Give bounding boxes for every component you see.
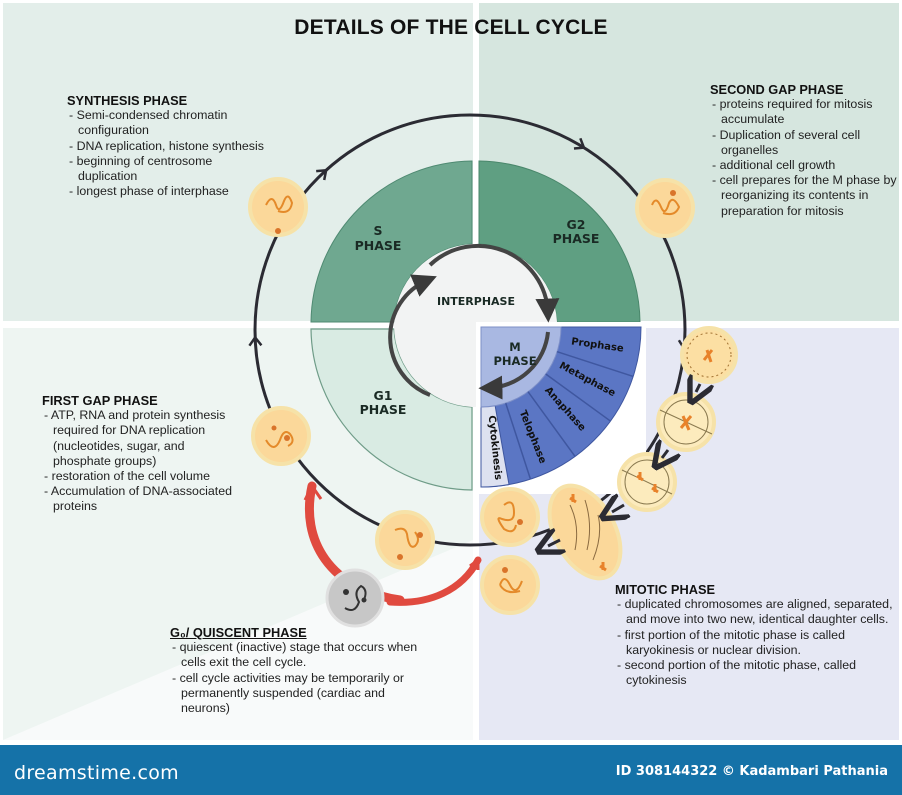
g2-phase-label-line2: PHASE [553,231,600,246]
g0-return-arrowhead [303,485,323,501]
cell-cycle-diagram: S PHASE G2 PHASE G1 PHASE INTERPHASE M P… [248,113,738,628]
s-phase-segment [310,160,473,323]
m-stage-divider [556,351,634,378]
cell-g1-early [375,510,435,570]
m-phase-label-line1: M [509,340,520,354]
mitotic-phase-item: second portion of the mitotic phase, cal… [615,658,902,688]
cycle-direction-chevron [316,168,328,181]
cell-daughter-upper [480,487,540,547]
g1-phase-segment [310,328,473,491]
cycle-direction-chevron [248,335,263,347]
cell-g1-phase [251,406,311,466]
cell-g0-quiescent [325,568,385,628]
synthesis-phase-heading: SYNTHESIS PHASE [67,93,188,108]
first-gap-phase-item: restoration of the cell volume [42,469,242,484]
m-stage-divider [545,373,611,422]
mitotic-phase-item: duplicated chromosomes are aligned, sepa… [615,597,902,627]
synthesis-phase-item: beginning of centrosome duplication [67,154,267,184]
interphase-arrows [388,243,560,400]
cell-daughter-lower [480,555,540,615]
g1-phase-label-line2: PHASE [360,402,407,417]
m-stage-divider [505,402,532,480]
synthesis-phase-item: DNA replication, histone synthesis [67,139,267,154]
second-gap-phase-item: Duplication of several cell organelles [710,128,900,158]
first-gap-phase-item: Accumulation of DNA-associated proteins [42,484,242,514]
second-gap-phase-description: SECOND GAP PHASE proteins required for m… [710,82,900,219]
outer-cycle-path [253,113,687,547]
cell-prophase [680,326,738,384]
mitotic-phase-heading: MITOTIC PHASE [615,582,716,597]
mitotic-step-arrows [548,384,700,546]
g0-entry-arrowhead [469,558,480,570]
interphase-label: INTERPHASE [437,295,515,308]
quiescent-phase-item: cell cycle activities may be temporarily… [170,671,430,717]
second-gap-phase-item: additional cell growth [710,158,900,173]
second-gap-phase-item: cell prepares for the M phase by reorgan… [710,173,900,219]
m-stage-dividers [505,351,634,480]
cell-metaphase [656,392,716,452]
g0-entry-arrow [386,556,482,606]
quiescent-phase-item: quiescent (inactive) stage that occurs w… [170,640,430,670]
synthesis-phase-item: Semi-condensed chromatin configuration [67,108,267,138]
mitotic-phase-description: MITOTIC PHASE duplicated chromosomes are… [615,582,902,688]
cycle-direction-chevron [573,137,586,150]
g2-phase-label-line1: G2 [567,217,586,232]
footer-bar: dreamstime.com ID 308144322 © Kadambari … [0,745,902,795]
g1-phase-label-line1: G1 [374,388,393,403]
brand-logo[interactable]: dreamstime.com [14,762,179,784]
cell-g2-phase [635,178,695,238]
synthesis-phase-item: longest phase of interphase [67,184,267,199]
s-phase-label-line1: S [373,223,382,238]
diagram-title: DETAILS OF THE CELL CYCLE [294,16,608,39]
image-credit: ID 308144322 © Kadambari Pathania [615,764,888,779]
quiescent-phase-heading: G₀/ QUISCENT PHASE [170,625,307,640]
cytokinesis-segment [480,404,510,488]
m-stage-divider [527,391,576,457]
first-gap-phase-description: FIRST GAP PHASE ATP, RNA and protein syn… [42,393,242,515]
m-phase-label-line2: PHASE [493,354,536,368]
second-gap-phase-item: proteins required for mitosis accumulate [710,97,900,127]
s-phase-label-line2: PHASE [355,238,402,253]
first-gap-phase-item: ATP, RNA and protein synthesis required … [42,408,242,469]
mitotic-phase-item: first portion of the mitotic phase is ca… [615,628,902,658]
first-gap-phase-heading: FIRST GAP PHASE [42,393,158,408]
cell-anaphase [617,452,677,512]
quiescent-phase-description: G₀/ QUISCENT PHASE quiescent (inactive) … [170,625,430,716]
second-gap-phase-heading: SECOND GAP PHASE [710,82,844,97]
synthesis-phase-description: SYNTHESIS PHASE Semi-condensed chromatin… [67,93,267,199]
